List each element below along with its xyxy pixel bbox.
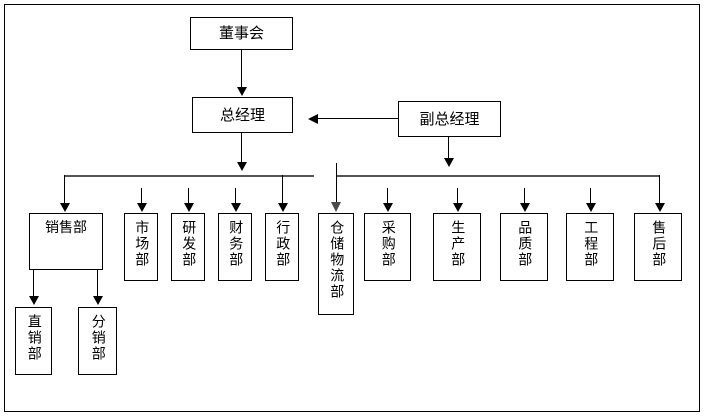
node-left-department-1-label: 研发部 [180, 220, 197, 268]
node-left-department-1[interactable]: 研发部 [171, 213, 205, 281]
connector-bus-to-left-dept-2 [235, 188, 236, 205]
node-right-department-0-label: 仓储物流部 [328, 220, 345, 300]
node-direct-sales-department-label: 直销部 [25, 314, 42, 362]
connector-bus-to-left-dept-3 [282, 175, 283, 205]
node-right-department-1[interactable]: 采购部 [364, 213, 411, 281]
arrowhead-direct-sales-icon [29, 296, 39, 305]
node-general-manager[interactable]: 总经理 [192, 97, 293, 133]
arrowhead-deputy-to-gm-icon [308, 114, 318, 124]
arrowhead-gm-to-left-bus-icon [237, 162, 247, 171]
node-distribution-department-label: 分销部 [89, 314, 106, 362]
node-left-department-3-label: 行政部 [274, 220, 291, 268]
arrowhead-left-dept-0-icon [137, 203, 147, 212]
connector-bus-to-right-dept-0 [336, 163, 337, 205]
connector-bus-to-right-dept-3 [524, 188, 525, 205]
node-general-manager-label: 总经理 [219, 105, 265, 124]
arrowhead-right-dept-0-icon [331, 202, 341, 212]
node-right-department-1-label: 采购部 [379, 220, 396, 268]
page-border [4, 4, 700, 412]
connector-bus-to-right-dept-2 [457, 188, 458, 205]
node-right-department-5[interactable]: 售后部 [634, 213, 682, 281]
node-right-department-4-label: 工程部 [582, 220, 599, 268]
arrowhead-bus-to-sales-icon [60, 203, 70, 212]
connector-bus-to-right-dept-5 [659, 175, 660, 205]
node-direct-sales-department[interactable]: 直销部 [15, 307, 52, 375]
node-sales-department-label: 销售部 [45, 220, 87, 236]
arrowhead-right-dept-3-icon [520, 203, 530, 212]
connector-gm-to-left-bus [241, 133, 242, 163]
node-board-of-directors-label: 董事会 [218, 24, 264, 42]
connector-bus-to-right-dept-1 [387, 188, 388, 205]
arrowhead-right-dept-4-icon [586, 203, 596, 212]
arrowhead-left-dept-2-icon [231, 203, 241, 212]
arrowhead-deputy-to-right-bus-icon [444, 158, 454, 167]
connector-deputy-to-right-bus [448, 137, 449, 163]
arrowhead-right-dept-1-icon [383, 203, 393, 212]
node-left-department-3[interactable]: 行政部 [265, 213, 299, 281]
node-left-department-2[interactable]: 财务部 [218, 213, 252, 281]
arrowhead-distribution-icon [93, 296, 103, 305]
connector-bus-to-left-dept-0 [141, 188, 142, 205]
arrowhead-left-dept-1-icon [184, 203, 194, 212]
connector-sales-to-distribution [97, 270, 98, 298]
node-deputy-general-manager-label: 副总经理 [419, 109, 480, 128]
bus-right-departments [336, 175, 660, 177]
connector-deputy-to-gm [318, 118, 398, 119]
connector-board-to-gm [241, 50, 242, 88]
node-right-department-3[interactable]: 品质部 [500, 213, 548, 281]
node-left-department-0[interactable]: 市场部 [124, 213, 158, 281]
arrowhead-right-dept-5-icon [655, 203, 665, 212]
node-left-department-2-label: 财务部 [227, 220, 244, 268]
arrowhead-board-to-gm-icon [237, 87, 247, 96]
connector-bus-to-right-dept-4 [590, 188, 591, 205]
connector-bus-to-left-dept-1 [188, 188, 189, 205]
node-deputy-general-manager[interactable]: 副总经理 [398, 101, 501, 137]
node-right-department-0[interactable]: 仓储物流部 [318, 213, 354, 315]
bus-left-departments [64, 175, 314, 177]
arrowhead-left-dept-3-icon [278, 203, 288, 212]
node-right-department-3-label: 品质部 [516, 220, 533, 268]
node-right-department-4[interactable]: 工程部 [566, 213, 614, 281]
node-distribution-department[interactable]: 分销部 [78, 307, 117, 375]
node-right-department-5-label: 售后部 [650, 220, 667, 268]
node-right-department-2[interactable]: 生产部 [433, 213, 481, 281]
node-right-department-2-label: 生产部 [449, 220, 466, 268]
node-left-department-0-label: 市场部 [133, 220, 150, 268]
node-sales-department[interactable]: 销售部 [29, 213, 103, 270]
arrowhead-right-dept-2-icon [453, 203, 463, 212]
connector-sales-to-direct-sales [33, 270, 34, 298]
node-board-of-directors[interactable]: 董事会 [190, 17, 293, 50]
connector-bus-to-sales [64, 175, 65, 205]
